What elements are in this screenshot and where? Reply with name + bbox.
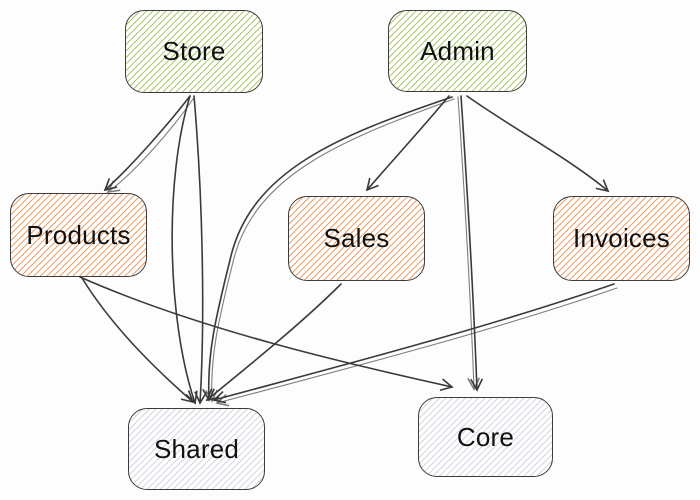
node-sales: Sales bbox=[288, 196, 425, 281]
edge-products-shared bbox=[81, 277, 195, 404]
edge-products-core bbox=[79, 276, 454, 392]
node-invoices: Invoices bbox=[553, 196, 690, 281]
edge-store-products bbox=[106, 98, 194, 194]
node-store: Store bbox=[125, 10, 263, 93]
edge-store-shared bbox=[193, 95, 208, 405]
edge-admin-sales bbox=[365, 95, 450, 192]
node-admin: Admin bbox=[388, 10, 527, 92]
edge-admin-invoices bbox=[466, 95, 610, 193]
edge-invoices-shared bbox=[215, 287, 618, 407]
edge-store-shared bbox=[171, 95, 198, 405]
node-label-store: Store bbox=[162, 36, 226, 66]
node-label-products: Products bbox=[26, 219, 131, 250]
edge-sales-shared bbox=[205, 283, 342, 402]
node-label-admin: Admin bbox=[420, 35, 495, 66]
node-label-shared: Shared bbox=[153, 433, 240, 464]
node-label-core: Core bbox=[456, 421, 515, 452]
node-core: Core bbox=[418, 397, 553, 477]
node-shared: Shared bbox=[128, 408, 265, 490]
node-products: Products bbox=[10, 193, 147, 277]
edge-store-products bbox=[103, 95, 191, 192]
edge-admin-core bbox=[457, 96, 481, 391]
edge-invoices-shared bbox=[212, 283, 615, 404]
node-label-sales: Sales bbox=[323, 223, 390, 253]
edge-admin-core bbox=[460, 95, 484, 392]
node-label-invoices: Invoices bbox=[573, 223, 670, 253]
